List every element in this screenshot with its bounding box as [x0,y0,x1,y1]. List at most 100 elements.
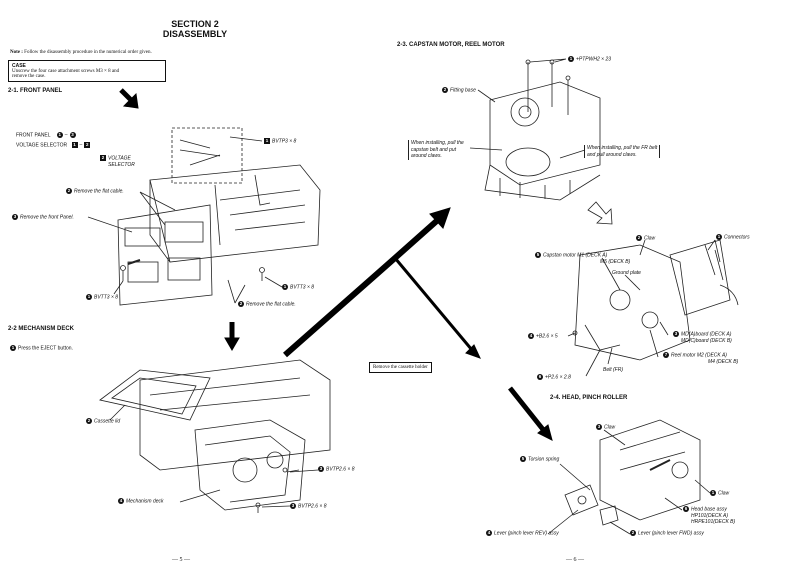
label-text: M5 (DECK B) [600,259,631,266]
note-line: capstan belt and put [411,146,457,153]
step-number: 2 [238,301,244,307]
hollow-arrow [587,201,613,225]
label-text: BVTT3 × 8 [290,284,315,291]
label-ptpwh: 1+PTPWH2 × 23 [568,56,611,62]
label-text: +P2.6 × 2.8 [545,374,571,381]
reel-motor-drawing [572,239,739,361]
label-text: Remove the flat cable. [74,188,124,195]
step-number: 5 [520,456,526,462]
note-line: around claws. [411,153,442,159]
capstan-motor-drawing [484,59,601,201]
head-heading: 2-4. HEAD, PINCH ROLLER [550,395,628,401]
capstan-heading: 2-3. CAPSTAN MOTOR, REEL MOTOR [397,42,505,48]
note-capstan-belt: When installing, pull the capstan belt a… [408,140,464,160]
remove-cassette-holder-box: Remove the cassette holder [369,362,432,373]
label-text: SELECTOR [108,162,135,169]
front-panel-heading: 2-1. FRONT PANEL [8,88,63,94]
label-ground-plate: Ground plate [612,270,641,276]
label-text: Lever (pinch lever REV) assy [494,530,559,537]
step-number: 2 [630,530,636,536]
legend-voltage-label: VOLTAGE SELECTOR [16,142,68,149]
step-number: 1 [56,132,63,138]
label-text: Claw [604,424,616,431]
label-text: Torsion spring [528,456,560,463]
page-number-right: — 6 — [566,557,584,563]
case-title: CASE [12,63,26,69]
page-title: DISASSEMBLY [162,29,228,39]
step-number: 3 [290,503,296,509]
step-number: 1 [710,490,716,496]
note-fr-belt: When installing, pull the FR belt and pu… [584,145,661,158]
step-number: 4 [528,333,534,339]
note-text: Follow the disassembly procedure in the … [24,50,152,55]
note: Note : Follow the disassembly procedure … [10,50,152,55]
mechanism-deck-drawing [99,359,331,513]
step-number: 1 [10,345,16,351]
step-number: 1 [568,56,574,62]
front-panel-drawing [117,127,321,306]
step-number: 2 [100,155,106,161]
label-belt-fr: Belt (FR) [603,367,623,373]
step-number: 3 [596,424,602,430]
note-line: and pull around claws. [587,151,637,158]
label-text: +B2.6 × 5 [536,333,558,340]
note-line: When installing, pull the FR belt [587,145,658,151]
label-text: +PTPWH2 × 23 [576,56,612,63]
note-line: When installing, pull the [411,140,464,146]
step-number: 2 [84,142,91,148]
step-number: 4 [118,498,124,504]
label-text: Mechanism deck [126,498,164,505]
step-number: 1 [282,284,288,290]
mechanism-deck-heading: 2-2 MECHANISM DECK [8,326,75,332]
label-text: HP101(DECK A) [691,512,729,519]
label-text: HRPE101(DECK B) [691,519,736,526]
process-arrows [119,88,553,441]
label-b26: 4+B2.6 × 5 [528,333,558,339]
step-number: 5 [535,252,541,258]
label-text: Reel motor M2 (DECK A) [671,352,727,359]
label-text: Capstan motor M1 (DECK A) [543,252,608,259]
step-number: 2 [86,418,92,424]
label-text: BVTP2.6 × 8 [298,503,327,510]
step-number: 4 [486,530,492,536]
step-number: 6 [537,374,543,380]
label-text: Connectors [724,234,750,241]
legend-front-panel: FRONT PANEL 1–3 [16,132,76,139]
step-number: 3 [12,214,18,220]
label-text: Head base assy [691,506,727,513]
step-number: 3 [673,331,679,337]
legend-front-label: FRONT PANEL [16,132,51,139]
label-text: BVTP3 × 8 [272,138,297,145]
label-text: Remove the flat cable. [246,301,296,308]
label-text: VOLTAGE [108,155,131,162]
case-line-2: remove the case. [12,74,46,79]
label-text: Cassette lid [94,418,121,425]
step-number: 3 [318,466,324,472]
step-number: 1 [716,234,722,240]
step-number: 1 [86,294,92,300]
page-number-left: — 5 — [172,557,190,563]
step-number: 7 [663,352,669,358]
label-text: Remove the front Panel. [20,214,74,221]
legend-voltage-selector: VOLTAGE SELECTOR 1–2 [16,142,91,149]
label-text: M4 (DECK B) [708,359,739,366]
